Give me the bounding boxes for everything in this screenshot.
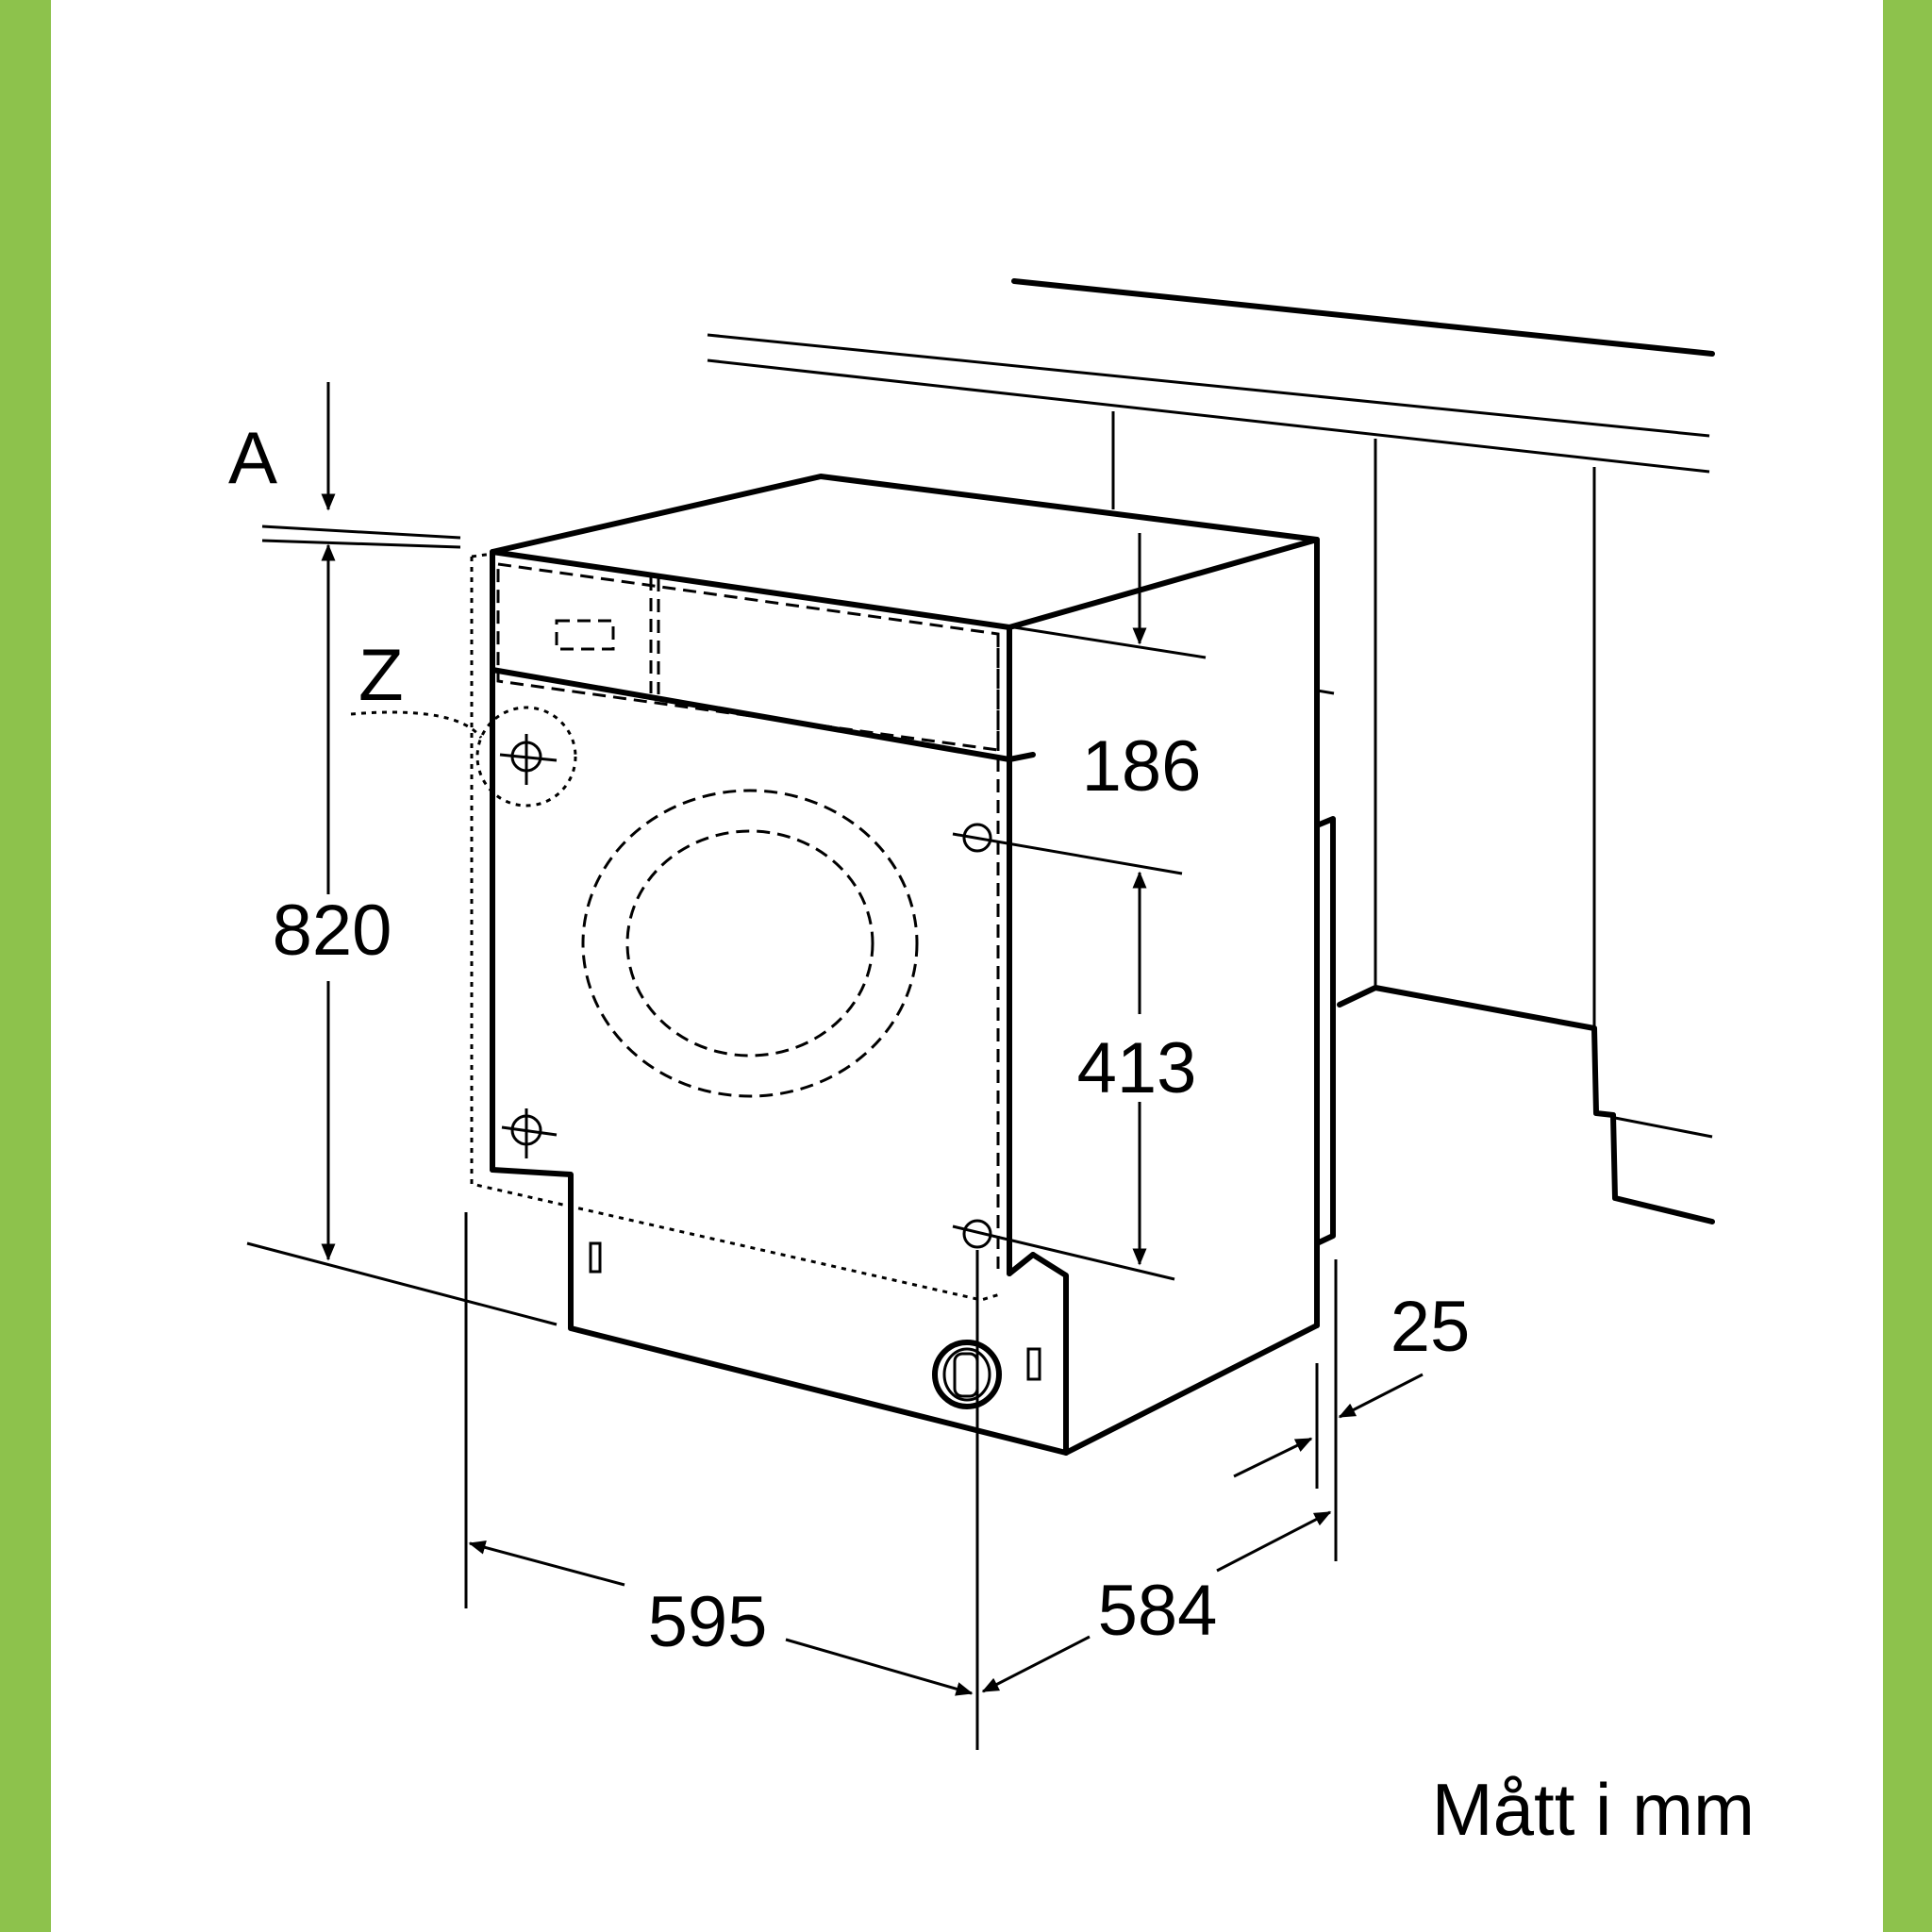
width-dimension-label: 595 (648, 1582, 768, 1662)
dimension-a (261, 382, 461, 549)
dimension-depth (981, 1259, 1338, 1693)
door-porthole (581, 789, 919, 1098)
installation-footprint (470, 552, 1001, 1302)
ref-z-leader (350, 710, 483, 739)
height-dimension-label: 820 (273, 891, 392, 971)
worktop-lines (707, 278, 1715, 1224)
dimension-top-panel (1013, 533, 1207, 659)
depth-dimension-label: 584 (1098, 1571, 1218, 1651)
bracket-spacing-dimension-label: 413 (1077, 1028, 1197, 1108)
top-panel-dimension-label: 186 (1082, 726, 1202, 807)
dimension-height (246, 543, 558, 1326)
dimension-bracket-spacing (952, 832, 1183, 1281)
units-caption: Mått i mm (1432, 1768, 1755, 1851)
ref-a-label: A (228, 416, 277, 499)
control-panel-outline (496, 562, 1000, 1269)
dimension-plinth-offset (1233, 1363, 1424, 1489)
machine-body (490, 474, 1336, 1456)
plinth-details (589, 1241, 1041, 1409)
dimension-width (464, 1212, 979, 1750)
page-frame (51, 0, 1883, 1932)
plinth-offset-dimension-label: 25 (1391, 1287, 1471, 1367)
mounting-points (475, 706, 992, 1249)
ref-z-label: Z (358, 633, 404, 716)
